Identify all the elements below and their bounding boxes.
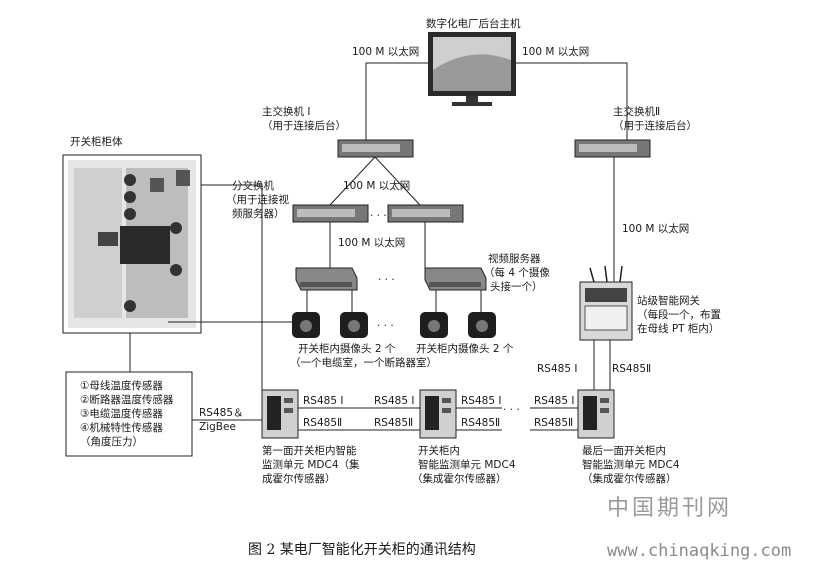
- sub-switch-2-icon: [387, 204, 464, 223]
- rs485-bus-in-last: [530, 407, 578, 431]
- ethernet-label-top-right: 100 M 以太网: [522, 45, 589, 58]
- camera-ellipsis: · · ·: [377, 320, 394, 332]
- mdc-mid-label3: （集成霍尔传感器）: [412, 472, 507, 485]
- main-switch-2-name: 主交换机Ⅱ: [613, 105, 660, 118]
- main-switch-2-icon: [574, 139, 651, 158]
- camera-group1-label: 开关柜内摄像头 2 个: [298, 342, 396, 355]
- main-switch-1-name: 主交换机 Ⅰ: [262, 105, 310, 118]
- sub-switch-desc1: （用于连接视: [226, 193, 289, 206]
- video-server-ellipsis: · · ·: [378, 274, 395, 286]
- mdc-first-label2: 监测单元 MDC4（集: [262, 458, 360, 471]
- rs485-zigbee-label1: RS485＆: [199, 407, 244, 419]
- mdc-mid-icon: [419, 389, 457, 439]
- rs485-2-label: RS485Ⅱ: [534, 417, 573, 429]
- camera-icon: [340, 312, 368, 338]
- link-switch1-sub2: [374, 156, 421, 206]
- link-host-switch1: [365, 62, 428, 140]
- ethernet-label-right: 100 M 以太网: [622, 222, 689, 235]
- gateway-name: 站级智能网关: [637, 294, 700, 307]
- ethernet-label-video: 100 M 以太网: [338, 236, 405, 249]
- bus-ellipsis: · · ·: [503, 404, 520, 416]
- sub-switch-1-icon: [292, 204, 369, 223]
- main-switch-2-desc: （用于连接后台）: [613, 119, 697, 132]
- gateway-desc2: 在母线 PT 柜内）: [637, 322, 719, 335]
- rs485-2-label: RS485Ⅱ: [461, 417, 500, 429]
- rs485-1-label: RS485 Ⅰ: [303, 395, 343, 407]
- mdc-last-label1: 最后一面开关柜内: [582, 444, 666, 457]
- video-server-2-icon: [424, 267, 487, 291]
- mdc-mid-label2: 智能监测单元 MDC4: [418, 458, 516, 471]
- gateway-desc1: （每段一个，布置: [637, 308, 721, 321]
- link-host-switch2: [516, 62, 628, 140]
- link-video2-cameras: [435, 290, 482, 312]
- camera-icon: [292, 312, 320, 338]
- watermark-cn: 中国期刊网: [607, 496, 732, 521]
- switchgear-cabinet-image: [62, 154, 202, 334]
- sensor-item: （角度压力）: [80, 435, 143, 448]
- rs485-bus-first-mid: [298, 407, 420, 431]
- rs485-1-label: RS485 Ⅰ: [374, 395, 414, 407]
- camera-icon: [468, 312, 496, 338]
- sensor-item: ③电缆温度传感器: [80, 407, 163, 420]
- mdc-first-label3: 成霍尔传感器）: [262, 472, 336, 485]
- video-server-desc2: 头接一个）: [490, 280, 543, 293]
- watermark-url: www.chinaqking.com: [607, 541, 791, 561]
- rs485-zigbee-label2: ZigBee: [199, 421, 236, 433]
- main-switch-1-icon: [337, 139, 414, 158]
- mdc-first-label1: 第一面开关柜内智能: [262, 444, 357, 457]
- camera-icon: [420, 312, 448, 338]
- rs485-1-label: RS485 Ⅰ: [534, 395, 574, 407]
- video-server-desc1: （每 4 个摄像: [484, 266, 550, 279]
- sensor-list-box: [65, 371, 193, 457]
- rs485-bus-mid-out: [456, 407, 502, 431]
- camera-group1-desc: （一个电缆室，一个断路器室）: [290, 356, 437, 369]
- video-server-1-icon: [295, 267, 358, 291]
- sensor-item: ④机械特性传感器: [80, 421, 163, 434]
- gateway-rs485-2: RS485Ⅱ: [612, 363, 651, 375]
- link-switch1-sub1: [329, 156, 376, 206]
- mdc-last-label2: 智能监测单元 MDC4: [582, 458, 680, 471]
- cabinet-title: 开关柜柜体: [70, 135, 123, 148]
- rs485-2-label: RS485Ⅱ: [374, 417, 413, 429]
- sensor-item: ①母线温度传感器: [80, 379, 163, 392]
- host-label: 数字化电厂后台主机: [426, 17, 521, 30]
- rs485-2-label: RS485Ⅱ: [303, 417, 342, 429]
- gateway-icon: [579, 265, 633, 341]
- mdc-mid-label1: 开关柜内: [418, 444, 460, 457]
- mdc-last-icon: [577, 389, 615, 439]
- host-monitor-icon: [428, 32, 516, 106]
- sub-switch-ellipsis: · · ·: [370, 210, 387, 222]
- gateway-rs485-1: RS485 Ⅰ: [537, 363, 577, 375]
- rs485-1-label: RS485 Ⅰ: [461, 395, 501, 407]
- figure-caption: 图 2 某电厂智能化开关柜的通讯结构: [248, 542, 476, 558]
- sensor-item: ②断路器温度传感器: [80, 393, 174, 406]
- camera-group2-label: 开关柜内摄像头 2 个: [416, 342, 514, 355]
- video-server-name: 视频服务器: [488, 252, 541, 265]
- main-switch-1-desc: （用于连接后台）: [262, 119, 346, 132]
- mdc-first-icon: [261, 389, 299, 439]
- ethernet-label-top-left: 100 M 以太网: [352, 45, 419, 58]
- sub-switch-desc2: 频服务器）: [232, 207, 285, 220]
- mdc-last-label3: （集成霍尔传感器）: [582, 472, 677, 485]
- link-video1-cameras: [306, 290, 353, 312]
- ethernet-label-mid: 100 M 以太网: [343, 179, 410, 192]
- link-gateway-mdc: [593, 340, 611, 390]
